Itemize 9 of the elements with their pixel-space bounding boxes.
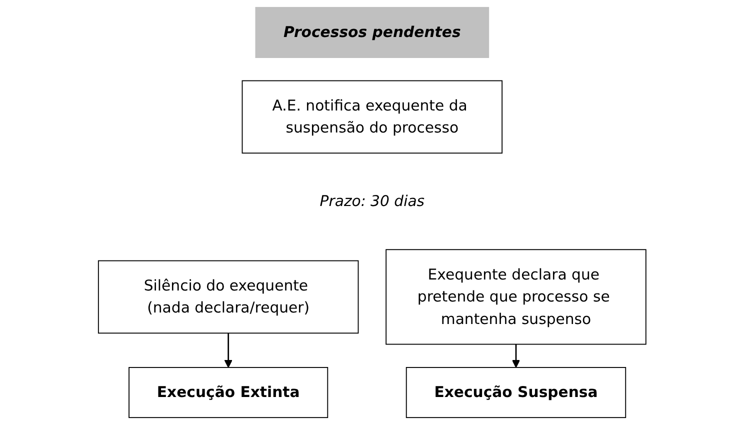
arrow [224, 333, 232, 368]
node-box: Silêncio do exequente (nada declara/requer) [98, 260, 359, 334]
node-box: Processos pendentes [255, 6, 489, 58]
node-box: Execução Suspensa [406, 367, 626, 418]
arrow [512, 344, 520, 368]
node-box: Exequente declara que pretende que processo se mantenha suspenso [385, 249, 646, 345]
node-box: A.E. notifica exequente da suspensão do processo [242, 80, 502, 154]
node-box: Execução Extinta [128, 367, 328, 418]
node-label: Prazo: 30 dias [320, 192, 424, 210]
